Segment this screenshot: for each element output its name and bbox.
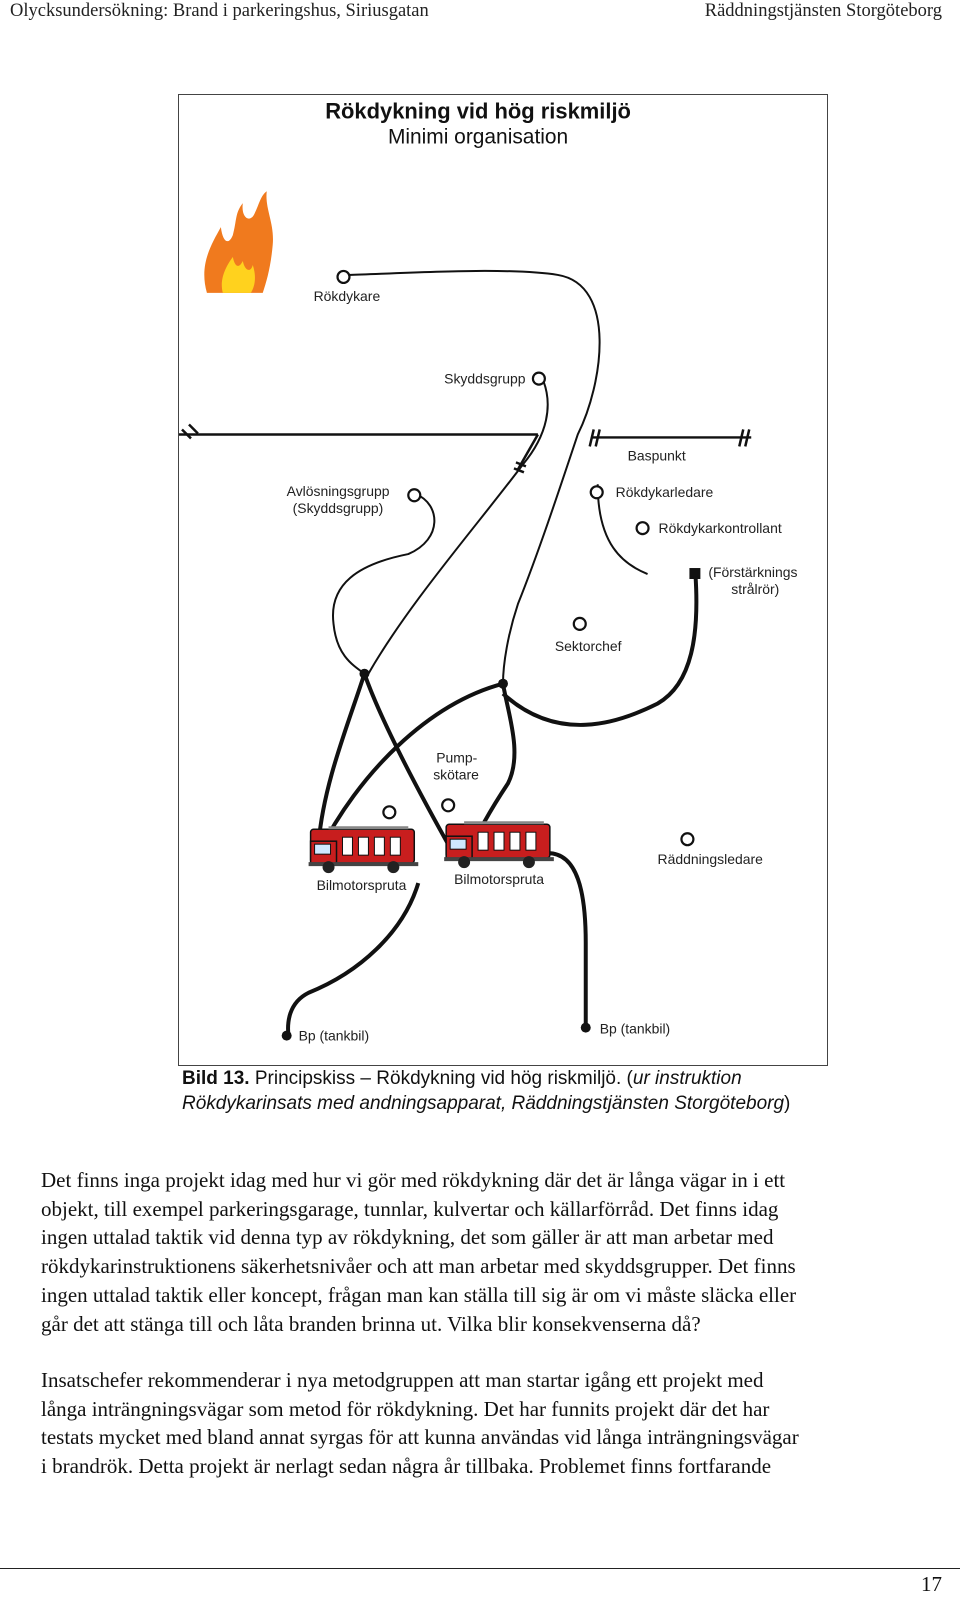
label-sektorchef: Sektorchef [555,638,622,654]
paragraph-line: testats mycket med bland annat syrgas fö… [41,1425,799,1450]
caption-number: Bild 13. [182,1068,250,1089]
paragraph-line: Det finns inga projekt idag med hur vi g… [41,1168,786,1192]
paragraph-line: går det att stänga till och låta branden… [41,1311,701,1336]
paragraph-line: objekt, till exempel parkeringsgarage, t… [41,1196,779,1221]
footer-divider [0,1568,960,1569]
tank-dot-right [580,1022,591,1033]
caption-close: ) [784,1093,791,1114]
paragraph-line: Insatschefer rekommenderar i nya metodgr… [41,1368,764,1392]
label-avlosningsgrupp-sub: (Skyddsgrupp) [293,500,384,516]
label-rokdykare: Rökdykare [314,288,381,304]
body-paragraph-1: Det finns inga projekt idag med hur vi g… [41,1166,951,1338]
label-rokdykarkontrollant: Rökdykarkontrollant [659,520,782,536]
thin-lines [331,269,648,684]
junction-dot [498,678,508,689]
label-bp-left: Bp (tankbil) [299,1028,370,1044]
body-paragraph-2: Insatschefer rekommenderar i nya metodgr… [41,1366,951,1481]
nozzle-marker [689,568,701,580]
paragraph-line: rökdykarinstruktionens säkerhetsnivåer o… [41,1254,796,1279]
label-forstarkning-sub: strålrör) [731,581,779,597]
label-baspunkt: Baspunkt [628,447,686,463]
junction-dot [359,668,370,679]
paragraph-line: ingen uttalad taktik eller koncept, fråg… [41,1282,797,1307]
figure-subtitle: Minimi organisation [388,125,568,148]
label-avlosningsgrupp: Avlösningsgrupp [287,483,390,499]
position-markers [336,269,695,847]
label-raddningsledare: Räddningsledare [658,851,764,867]
caption-source-1: ur instruktion [632,1068,742,1089]
diagram-svg: Rökdykning vid hög riskmiljö Minimi orga… [179,98,797,1044]
boundary-lines [179,423,752,474]
label-bilmotorspruta-right: Bilmotorspruta [454,871,544,887]
caption-source-2: Rökdykarinsats med andningsapparat, Rädd… [182,1093,785,1114]
thick-hoses [286,573,699,1038]
header-document-title: Olycksundersökning: Brand i parkeringshu… [10,1,429,21]
paragraph-line: i brandrök. Detta projekt är nerlagt sed… [41,1454,772,1479]
paragraph-line: långa inträngningsvägar som metod för rö… [41,1396,770,1421]
figure-title: Rökdykning vid hög riskmiljö [325,98,631,123]
caption-text: Principskiss – Rökdykning vid hög riskmi… [249,1068,633,1089]
label-rokdykarledare: Rökdykarledare [616,484,714,500]
tank-dot-left [281,1030,292,1041]
label-skyddsgrupp: Skyddsgrupp [444,371,526,387]
label-forstarkning: (Förstärknings [708,564,797,580]
label-bilmotorspruta-left: Bilmotorspruta [317,877,407,893]
header-organization: Räddningstjänsten Storgöteborg [704,1,942,21]
figure-caption: Bild 13. Principskiss – Rökdykning vid h… [182,1066,902,1116]
paragraph-line: ingen uttalad taktik vid denna typ av rö… [41,1225,774,1250]
page-number: 17 [921,1572,942,1596]
label-pumpskotare: Pump- [436,749,477,765]
label-pumpskotare-sub: skötare [433,766,479,782]
figure-diagram: Rökdykning vid hög riskmiljö Minimi orga… [178,94,828,1066]
label-bp-right: Bp (tankbil) [600,1021,671,1037]
fire-truck-left-icon [308,826,419,874]
fire-icon [204,191,273,293]
fire-truck-right-icon [444,821,554,869]
